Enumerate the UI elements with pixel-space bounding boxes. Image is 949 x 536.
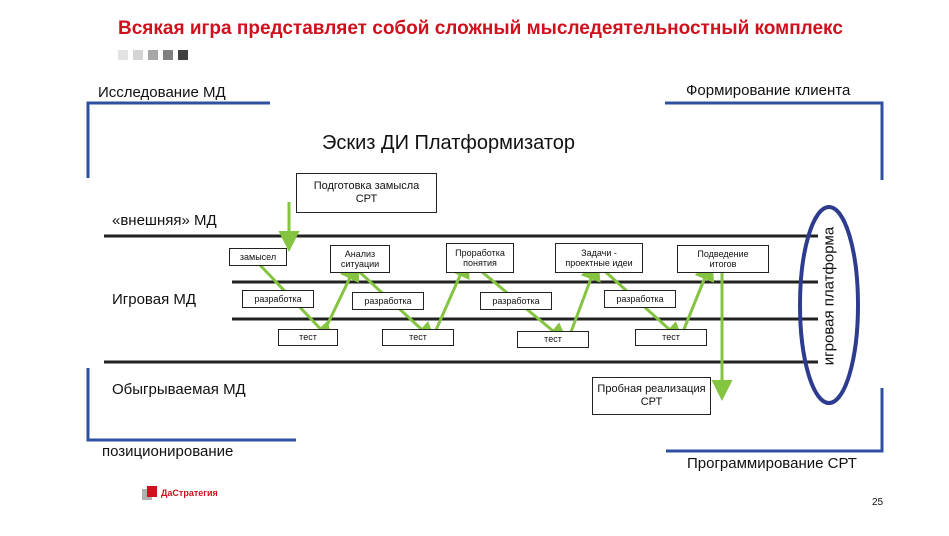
label-positioning: позиционирование (102, 443, 234, 460)
label-research: Исследование МД (98, 84, 226, 101)
lane-played: Обыгрываемая МД (112, 381, 246, 398)
marker-1 (118, 50, 128, 60)
dev-box-2: разработка (352, 292, 424, 310)
arrow-6 (566, 259, 601, 341)
platform-label: игровая платформа (820, 226, 838, 366)
dev-box-1: разработка (242, 290, 314, 308)
test-box-1: тест (278, 329, 338, 346)
marker-3 (148, 50, 158, 60)
arrow-8 (678, 259, 715, 340)
lane-game: Игровая МД (112, 291, 197, 308)
test-box-3: тест (517, 331, 589, 348)
lane-external: «внешняя» МД (112, 212, 217, 229)
company-logo: ДаСтратегия (142, 486, 218, 500)
bracket-top-right (665, 101, 884, 180)
trial-box: Пробная реализация СРТ (592, 377, 711, 415)
bracket-bottom-right (666, 388, 884, 453)
arrow-4 (430, 256, 470, 340)
step-concept: Проработка понятия (446, 243, 514, 273)
test-box-4: тест (635, 329, 707, 346)
logo-text: ДаСтратегия (161, 488, 218, 498)
dev-box-4: разработка (604, 290, 676, 308)
step-summary: Подведение итогов (677, 245, 769, 273)
step-tasks: Задачи - проектные идеи (555, 243, 643, 273)
logo-icon (142, 486, 158, 500)
slide-title: Всякая игра представляет собой сложный м… (118, 18, 843, 39)
marker-5 (178, 50, 188, 60)
label-programming: Программирование СРТ (687, 455, 857, 472)
page-number: 25 (872, 497, 884, 508)
step-idea: замысел (229, 248, 287, 266)
test-box-2: тест (382, 329, 454, 346)
arrow-2 (318, 259, 359, 341)
dev-box-3: разработка (480, 292, 552, 310)
marker-2 (133, 50, 143, 60)
diagram-heading: Эскиз ДИ Платформизатор (322, 132, 576, 154)
label-client: Формирование клиента (686, 82, 851, 99)
prep-box: Подготовка замысла СРТ (296, 173, 437, 213)
platform-ellipse (798, 205, 860, 405)
marker-4 (163, 50, 173, 60)
step-analysis: Анализ ситуации (330, 245, 390, 273)
bracket-top-left (86, 101, 270, 178)
bracket-bottom-left (86, 368, 296, 442)
